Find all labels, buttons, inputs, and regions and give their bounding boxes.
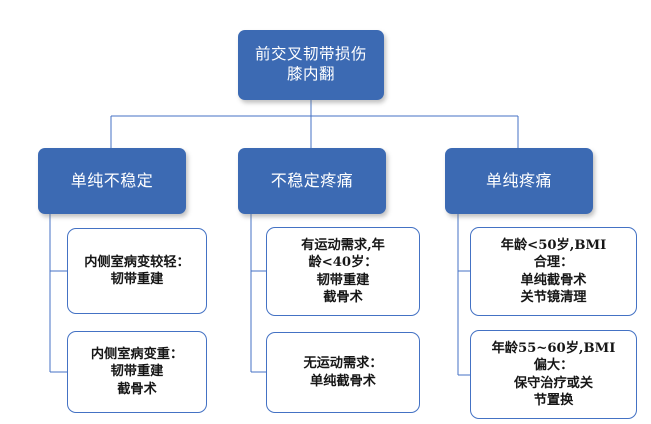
leaf-node-1-1-line-1: 无运动需求： [303,356,383,372]
branch-node-0-text: 单纯不稳定 [38,171,186,191]
leaf-node-2-0-line-1: 年龄<50岁,BMI [500,238,607,254]
leaf-node-1-0-line-2: 龄<40岁： [308,255,378,271]
leaf-node-2-1-line-2: 偏大： [533,358,574,374]
leaf-node-2-1-text: 年龄55~60岁,BMI 偏大： 保守治疗或关 节置换 [471,340,636,409]
leaf-node-0-1-line-3: 截骨术 [117,381,157,397]
leaf-node-2-1-line-3: 保守治疗或关 [513,375,594,391]
leaf-node-2-0-line-3: 单纯截骨术 [520,272,587,288]
root-node-text: 前交叉韧带损伤 膝内翻 [238,45,384,85]
leaf-node-1-0-line-3: 韧带重建 [316,272,370,288]
leaf-node-2-0-text: 年龄<50岁,BMI 合理： 单纯截骨术 关节镜清理 [471,237,636,306]
leaf-node-0-0-line-2: 韧带重建 [110,272,164,287]
leaf-node-1-0-line-4: 截骨术 [323,289,363,305]
leaf-node-2-0-line-2: 合理： [533,255,574,271]
leaf-node-0-0-text: 内侧室病变较轻： 韧带重建 [68,254,206,288]
leaf-node-0-1-line-1: 内侧室病变重： [90,347,184,363]
leaf-node-2-0-line-4: 关节镜清理 [520,289,587,305]
leaf-node-0-0-line-1: 内侧室病变较轻： [84,254,190,270]
root-node-line-2: 膝内翻 [286,65,335,83]
leaf-node-0-0[interactable]: 内侧室病变较轻： 韧带重建 [67,228,207,314]
leaf-node-2-1-line-4: 节置换 [533,392,574,408]
branch-node-1[interactable]: 不稳定疼痛 [238,148,386,214]
leaf-node-2-1-line-1: 年龄55~60岁,BMI [491,341,616,357]
leaf-node-1-0-text: 有运动需求,年 龄<40岁： 韧带重建 截骨术 [267,237,419,306]
branch-node-0[interactable]: 单纯不稳定 [38,148,186,214]
root-node[interactable]: 前交叉韧带损伤 膝内翻 [238,30,384,100]
root-node-line-1: 前交叉韧带损伤 [254,45,367,64]
leaf-node-1-1-text: 无运动需求： 单纯截骨术 [267,355,419,389]
leaf-node-1-1[interactable]: 无运动需求： 单纯截骨术 [266,332,420,413]
leaf-node-2-0[interactable]: 年龄<50岁,BMI 合理： 单纯截骨术 关节镜清理 [470,227,637,316]
leaf-node-1-0-line-1: 有运动需求,年 [301,238,385,254]
branch-node-2[interactable]: 单纯疼痛 [445,148,593,214]
leaf-node-1-0[interactable]: 有运动需求,年 龄<40岁： 韧带重建 截骨术 [266,227,420,316]
branch-node-2-text: 单纯疼痛 [445,171,593,191]
branch-node-0-label: 单纯不稳定 [70,170,154,190]
leaf-node-2-1[interactable]: 年龄55~60岁,BMI 偏大： 保守治疗或关 节置换 [470,330,637,419]
branch-node-2-label: 单纯疼痛 [485,170,552,190]
leaf-node-0-1[interactable]: 内侧室病变重： 韧带重建 截骨术 [67,331,207,413]
branch-node-1-text: 不稳定疼痛 [238,171,386,191]
leaf-node-0-1-line-2: 韧带重建 [110,364,164,380]
leaf-node-0-1-text: 内侧室病变重： 韧带重建 截骨术 [68,346,206,397]
branch-node-1-label: 不稳定疼痛 [270,170,354,190]
leaf-node-1-1-line-2: 单纯截骨术 [310,373,376,389]
